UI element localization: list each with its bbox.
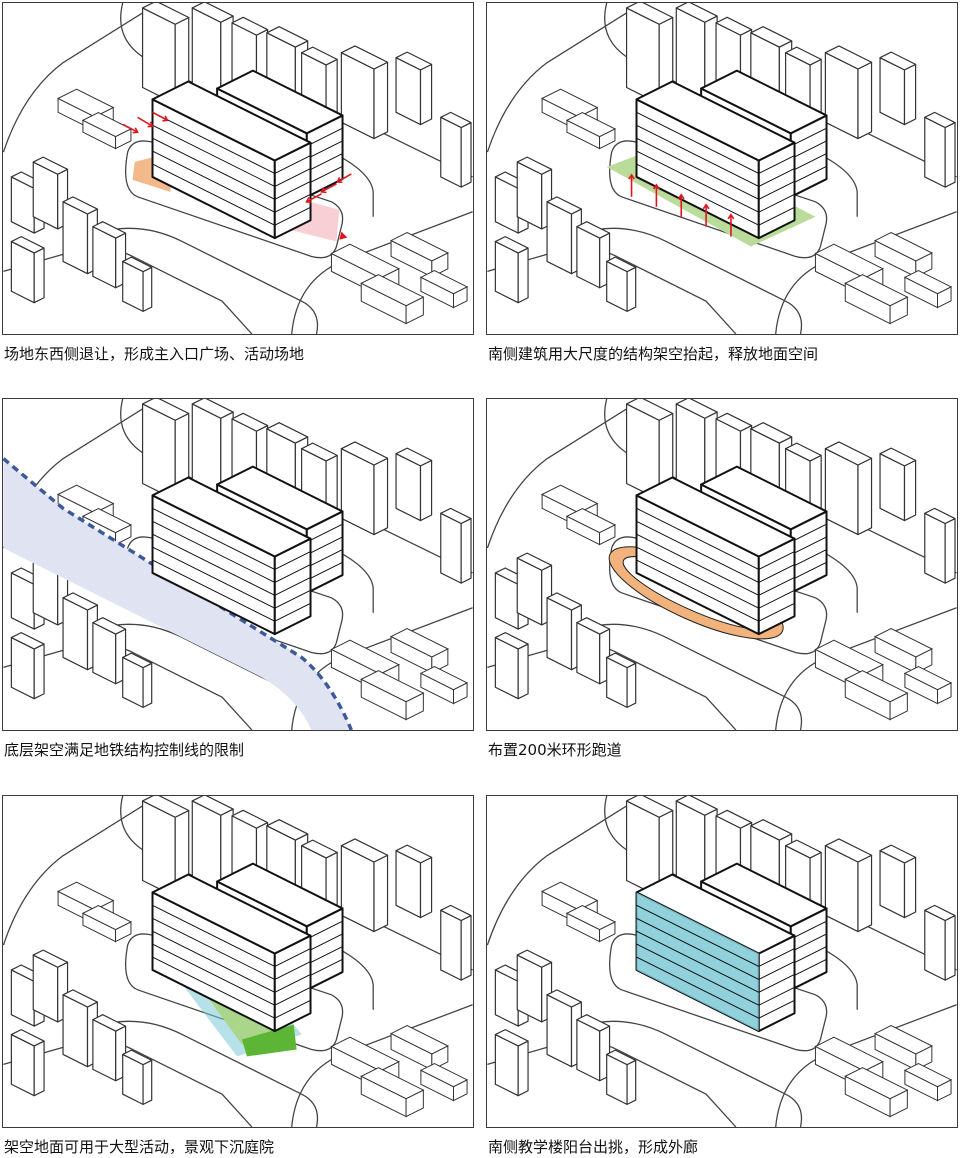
road-edge	[3, 12, 143, 153]
south-teaching-building	[151, 80, 312, 240]
caption-balcony: 南侧教学楼阳台出挑，形成外廊	[488, 1138, 699, 1156]
axonometric-lift-diagram	[487, 3, 957, 334]
axonometric-courtyard-diagram	[3, 796, 473, 1127]
school-buildings	[635, 69, 828, 240]
road-edge	[487, 12, 627, 153]
context-buildings	[494, 399, 956, 721]
axonometric-balcony-diagram	[487, 796, 957, 1127]
flow-arrow	[137, 116, 153, 127]
road-edge	[102, 1020, 319, 1127]
balcony-slab	[636, 917, 760, 980]
flow-arrow	[152, 111, 168, 121]
caption-track: 布置200米环形跑道	[488, 741, 622, 759]
metro-control-line	[3, 457, 353, 730]
road-edge	[102, 227, 319, 334]
balcony-slab	[636, 943, 760, 1006]
caption-metro: 底层架空满足地铁结构控制线的限制	[4, 741, 245, 759]
balcony-slab	[636, 904, 760, 967]
road-edge	[586, 227, 803, 334]
flow-arrow	[337, 173, 352, 183]
courtyard-garden	[241, 1024, 297, 1057]
axonometric-metro-diagram	[3, 399, 473, 730]
road-edge	[487, 408, 627, 549]
site-boundary	[609, 140, 828, 259]
flow-arrow-head	[305, 197, 312, 204]
flow-arrow-head	[320, 187, 327, 194]
diagram-panel-courtyard	[2, 795, 474, 1128]
south-teaching-building	[151, 873, 312, 1033]
south-teaching-building	[635, 476, 796, 636]
flow-arrow	[321, 183, 337, 193]
flow-arrow-head	[677, 193, 685, 200]
site-boundary	[609, 536, 828, 655]
site-boundary	[125, 140, 344, 259]
school-buildings	[151, 69, 344, 240]
south-teaching-building	[635, 80, 796, 240]
diagram-panel-balcony	[486, 795, 958, 1128]
flow-arrow-head	[727, 213, 735, 220]
diagram-panel-setback	[2, 2, 474, 335]
site-boundary	[609, 933, 828, 1052]
entry-arrows	[122, 111, 352, 204]
flow-arrow	[306, 193, 322, 203]
flow-arrow	[122, 123, 138, 133]
diagram-panel-lift	[486, 2, 958, 335]
road-edge	[3, 805, 143, 946]
road-edge	[487, 805, 627, 946]
flow-arrow-head	[652, 183, 660, 190]
flow-arrow-head	[702, 203, 710, 210]
caption-lift: 南侧建筑用大尺度的结构架空抬起，释放地面空间	[488, 345, 819, 363]
school-buildings	[635, 465, 828, 636]
school-buildings	[151, 862, 344, 1033]
road-edge	[586, 623, 803, 730]
flow-arrow-head	[628, 173, 636, 180]
flow-arrow-head	[132, 127, 139, 134]
flow-arrow-head	[147, 121, 154, 128]
flow-arrow-head	[162, 115, 169, 122]
balcony-floor-lines	[636, 904, 760, 1019]
site-boundary	[125, 933, 344, 1052]
lift-arrows	[628, 173, 735, 237]
balcony-slab	[636, 956, 760, 1019]
school-buildings	[151, 465, 344, 636]
caption-courtyard: 架空地面可用于大型活动，景观下沉庭院	[4, 1138, 275, 1156]
axonometric-track-diagram	[487, 399, 957, 730]
road-edge	[586, 1020, 803, 1127]
south-teaching-building	[151, 476, 312, 636]
flow-arrow-head	[336, 177, 343, 184]
caption-setback: 场地东西侧退让，形成主入口广场、活动场地	[4, 345, 305, 363]
diagram-panel-metro	[2, 398, 474, 731]
balcony-slab	[636, 930, 760, 993]
diagram-panel-track	[486, 398, 958, 731]
entry-marker	[339, 231, 348, 240]
axonometric-setback-diagram	[3, 3, 473, 334]
